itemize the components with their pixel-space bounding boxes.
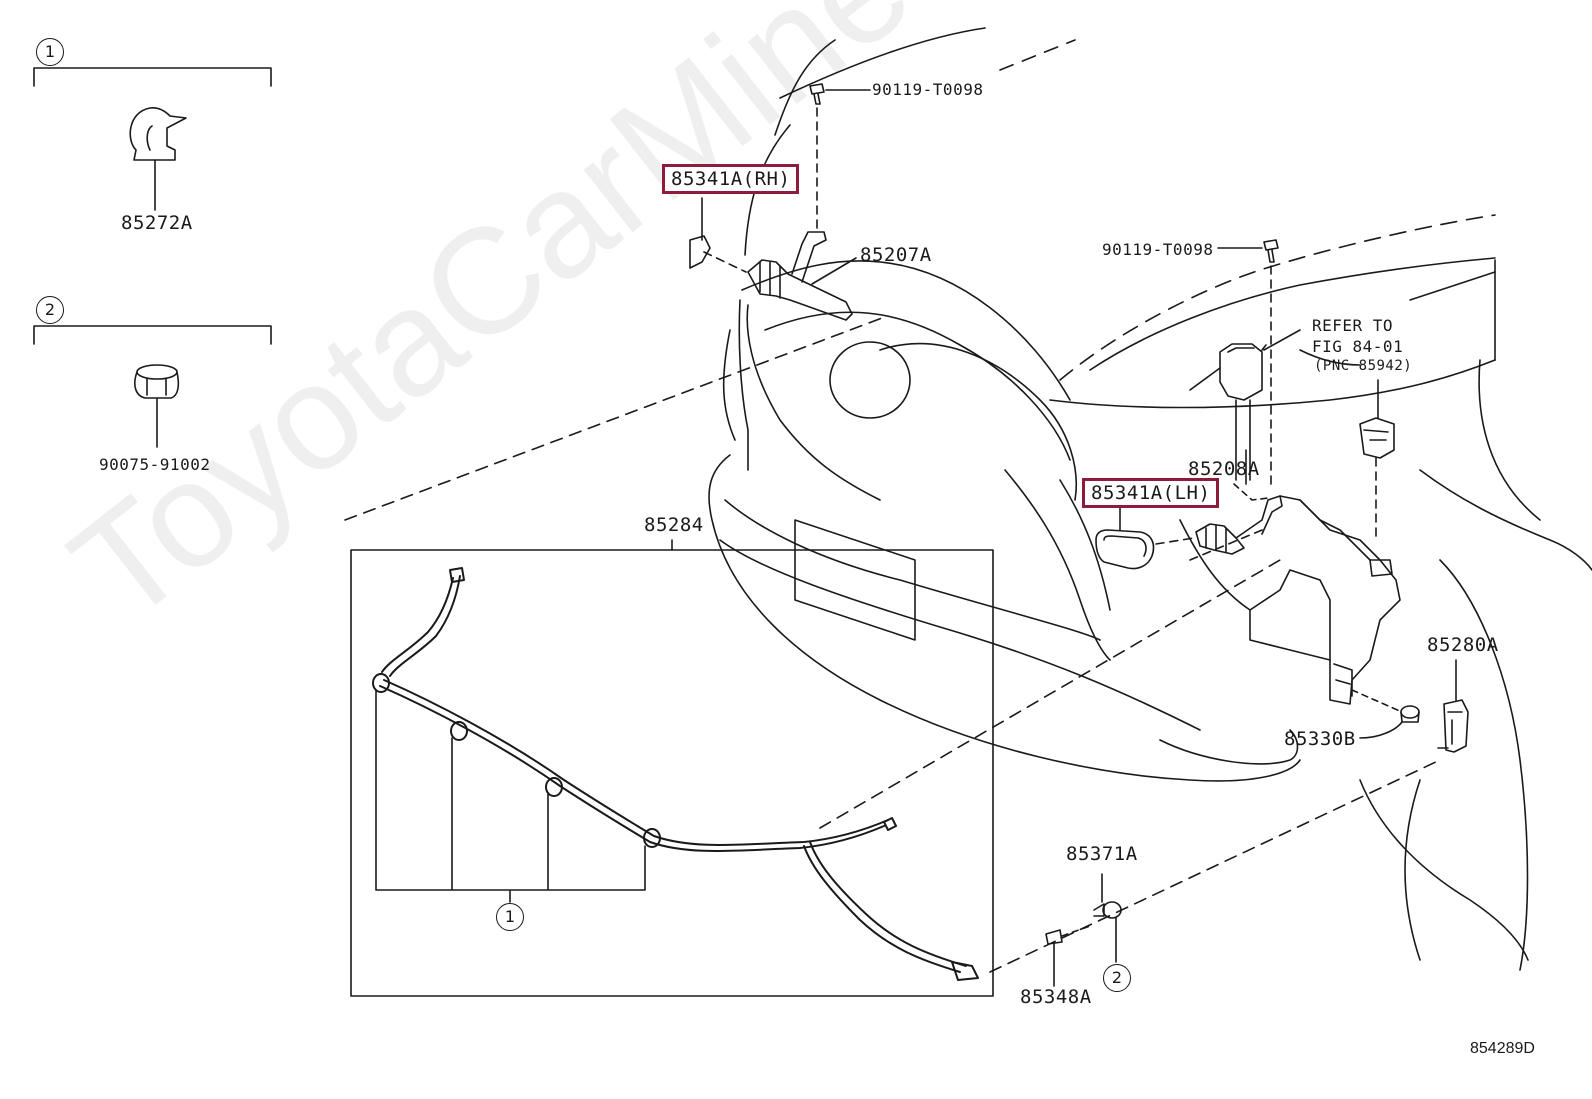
washer-tank-icon [1179, 343, 1401, 705]
part-label-85330b[interactable]: 85330B [1284, 728, 1356, 750]
phantom-line-3 [989, 759, 1441, 973]
washer-nozzle-rh-icon [689, 197, 853, 321]
front-bumper-lines [708, 454, 1301, 782]
legend-bracket-2 [33, 325, 272, 345]
washer-hose-icon [372, 567, 979, 981]
part-label-85341a-rh[interactable]: 85341A(RH) [662, 164, 800, 194]
washer-nozzle-lh-icon [1095, 483, 1283, 570]
refer-line-2: FIG 84-01 [1312, 337, 1404, 356]
diagram-code: 854289D [1470, 1040, 1535, 1057]
phantom-line-1 [344, 317, 883, 521]
clamp-callout-bracket [375, 689, 646, 903]
hose-assembly-box [350, 549, 994, 997]
legend-callout-2: 2 [36, 296, 64, 324]
phantom-line-2 [819, 559, 1281, 829]
plug-85348a-icon [1045, 925, 1091, 945]
part-label-85207a[interactable]: 85207A [860, 244, 932, 266]
part-label-bolt-top[interactable]: 90119-T0098 [872, 80, 984, 99]
refer-line-1: REFER TO [1312, 316, 1394, 335]
leader-85207a [811, 257, 857, 285]
grommet-85371a-icon [1093, 901, 1122, 963]
bolt-mid-icon [1217, 239, 1279, 491]
part-label-bolt-mid[interactable]: 90119-T0098 [1102, 240, 1214, 259]
part-label-85371a[interactable]: 85371A [1066, 843, 1138, 865]
part-label-85348a[interactable]: 85348A [1020, 986, 1092, 1008]
part-label-90075-91002[interactable]: 90075-91002 [99, 455, 211, 474]
leader-refer [1263, 329, 1301, 351]
legend-callout-1: 1 [36, 38, 64, 66]
connector-85942-icon [1359, 379, 1395, 541]
refer-line-3: (PNC 85942) [1314, 358, 1413, 374]
part-label-85280a[interactable]: 85280A [1427, 634, 1499, 656]
part-label-85208a[interactable]: 85208A [1188, 458, 1260, 480]
clamp-85272a-icon [129, 107, 187, 211]
callout-hose-clamps: 1 [496, 903, 524, 931]
bolt-top-icon [809, 83, 871, 233]
vehicle-body-lines [722, 27, 1592, 971]
part-label-85341a-lh[interactable]: 85341A(LH) [1082, 478, 1220, 508]
grommet-90075-icon [134, 364, 180, 448]
part-label-85284[interactable]: 85284 [644, 514, 704, 536]
part-label-85272a[interactable]: 85272A [121, 212, 193, 234]
grommet-85330b-icon [1351, 689, 1420, 739]
legend-bracket-1 [33, 67, 272, 87]
callout-grommet: 2 [1103, 964, 1131, 992]
washer-pump-icon [1437, 659, 1469, 753]
